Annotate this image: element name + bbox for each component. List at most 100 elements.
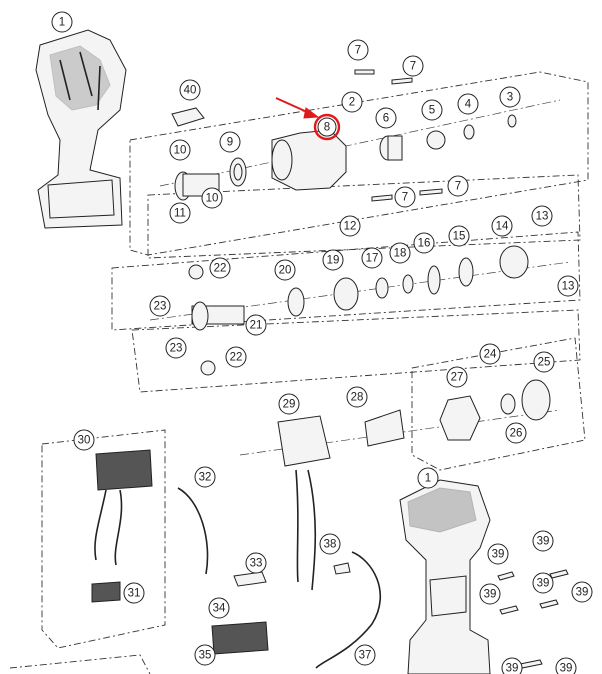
callout-label: 30 <box>78 435 91 447</box>
callout-label: 16 <box>418 238 431 250</box>
highlighted-callout: 8 <box>313 113 341 141</box>
callout-label: 18 <box>394 248 407 260</box>
group-box-upper <box>129 71 589 256</box>
callout-c7b: 7 <box>402 55 424 77</box>
callout-label: 39 <box>560 663 573 674</box>
callout-c13a: 13 <box>531 205 553 227</box>
part-4-ring <box>463 124 475 140</box>
callout-c39g: 39 <box>555 657 577 674</box>
callout-label: 39 <box>492 549 505 561</box>
group-box-30 <box>41 429 166 649</box>
part-40-plate <box>171 107 205 127</box>
callout-label: 40 <box>184 85 197 97</box>
part-34-board <box>211 621 269 655</box>
part-30-switch <box>95 449 153 491</box>
callout-c11: 11 <box>169 202 191 224</box>
group-box-24 <box>411 337 586 471</box>
part-22-gear <box>188 264 204 280</box>
callout-c16: 16 <box>413 232 435 254</box>
callout-c25: 25 <box>533 351 555 373</box>
part-29-stator <box>277 415 331 467</box>
callout-c39f: 39 <box>501 657 523 674</box>
part-19-spring <box>333 277 359 311</box>
callout-label: 26 <box>510 428 523 440</box>
callout-label: 1 <box>59 17 65 29</box>
callout-label: 6 <box>383 113 389 125</box>
upper-assembly-parts <box>174 114 517 201</box>
callout-c20: 20 <box>274 259 296 281</box>
part-14 <box>499 245 529 279</box>
axis-line-upper <box>159 99 561 187</box>
part-20-washer <box>287 287 305 317</box>
callout-c19: 19 <box>322 249 344 271</box>
part-37-wire <box>315 551 382 669</box>
gear-assembly-parts <box>188 245 529 376</box>
housing-half-left <box>35 29 127 229</box>
callout-label: 4 <box>465 99 472 111</box>
callout-label: 10 <box>206 193 219 205</box>
callout-c39b: 39 <box>532 530 554 552</box>
callout-c7a: 7 <box>347 39 369 61</box>
callout-c40: 40 <box>179 79 201 101</box>
callout-c7c: 7 <box>394 186 416 208</box>
callout-c28: 28 <box>346 386 368 408</box>
callout-c1b: 1 <box>417 467 439 489</box>
part-18 <box>402 274 414 294</box>
callout-c7d: 7 <box>447 175 469 197</box>
callout-label: 12 <box>344 221 357 233</box>
callout-label: 39 <box>484 589 497 601</box>
group-box-bottom <box>9 654 151 674</box>
part-3-ring <box>507 114 517 128</box>
part-27 <box>439 395 481 441</box>
callout-c39a: 39 <box>487 543 509 565</box>
callout-label: 22 <box>214 263 227 275</box>
highlight-arrow <box>275 97 320 119</box>
housing-half-right <box>399 479 491 674</box>
callout-c35: 35 <box>194 644 216 666</box>
callout-label: 14 <box>496 221 509 233</box>
callout-c10b: 10 <box>201 187 223 209</box>
callout-label: 1 <box>425 473 431 485</box>
callout-label: 7 <box>402 192 408 204</box>
callout-label: 7 <box>455 181 461 193</box>
callout-c31: 31 <box>123 582 145 604</box>
part-38 <box>333 562 351 575</box>
callout-label: 19 <box>327 255 340 267</box>
callout-label: 34 <box>213 603 226 615</box>
part-16 <box>427 265 441 295</box>
part-26 <box>500 393 516 415</box>
callout-label: 31 <box>128 588 141 600</box>
callout-c23a: 23 <box>149 295 171 317</box>
callout-label: 13 <box>536 211 549 223</box>
callout-label: 7 <box>410 61 416 73</box>
callout-c5: 5 <box>421 99 443 121</box>
callout-label: 23 <box>170 343 183 355</box>
callout-c22a: 22 <box>209 257 231 279</box>
callout-c38: 38 <box>319 533 341 555</box>
callout-label: 10 <box>174 145 187 157</box>
callout-c17: 17 <box>361 247 383 269</box>
callout-label: 24 <box>484 349 497 361</box>
group-box-housing <box>147 174 581 259</box>
group-box-gear-lower <box>131 309 581 393</box>
callout-label: 17 <box>366 253 379 265</box>
callout-c32: 32 <box>194 466 216 488</box>
motor-section-parts <box>277 379 551 467</box>
callout-label: 21 <box>250 320 263 332</box>
part-15 <box>458 257 474 287</box>
part-22b-gear <box>200 360 216 376</box>
callout-label: 39 <box>576 587 589 599</box>
part-5-spring <box>426 130 446 150</box>
callout-label: 9 <box>227 137 233 149</box>
callout-label: 20 <box>279 265 292 277</box>
callout-c9: 9 <box>219 131 241 153</box>
callout-c29: 29 <box>278 393 300 415</box>
part-28-armature <box>364 409 405 447</box>
callout-label: 15 <box>453 231 466 243</box>
callout-label: 38 <box>324 539 337 551</box>
callout-c37: 37 <box>354 644 376 666</box>
callout-c3: 3 <box>499 86 521 108</box>
callout-c27: 27 <box>446 366 468 388</box>
callout-c24: 24 <box>479 343 501 365</box>
